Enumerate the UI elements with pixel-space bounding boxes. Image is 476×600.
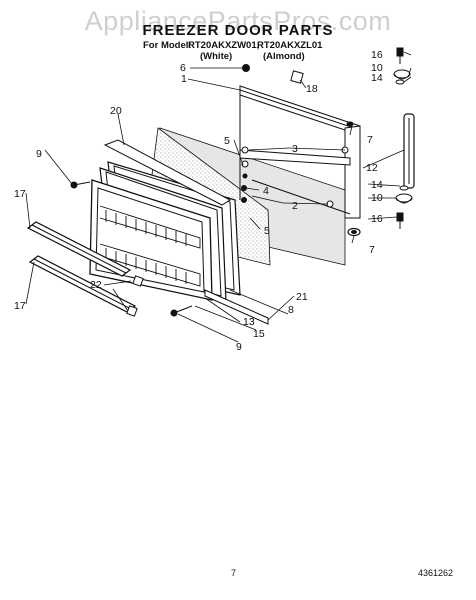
callout-10-bottom: 10 [371,192,383,204]
callout-13: 13 [243,316,255,328]
grommet-upper [346,121,354,127]
callout-7-lower: 7 [369,244,375,256]
color-almond: (Almond) [263,51,305,62]
color-white: (White) [200,51,233,62]
leader-lines [25,51,412,343]
watermark: AppliancePartsPros.com [84,6,392,36]
callout-17-upper: 17 [14,188,26,200]
callout-18: 18 [306,83,318,95]
model-number-white: RT20AKXZW01, [188,40,260,51]
callout-14-bottom: 14 [371,179,383,191]
callout-15: 15 [253,328,265,340]
grommet-lower [347,227,361,237]
hinge-cap-bottom [395,193,413,204]
end-cap-upper [132,275,144,287]
door-shelf-lower [99,243,201,287]
callout-9-upper: 9 [36,148,42,160]
callout-22: 22 [90,279,102,291]
callout-5-upper: 5 [224,135,230,147]
hinge-bracket [241,146,349,208]
door-shelf-upper [99,205,201,249]
plug-button [242,64,250,72]
model-number-almond: RT20AKXZL01 [257,40,323,51]
screw-upper [70,181,91,189]
screw-16-bottom [396,212,404,229]
callout-1: 1 [181,73,187,85]
screw-lower [170,305,193,317]
callout-16-top: 16 [371,49,383,61]
diagram-title: FREEZER DOOR PARTS [142,22,334,39]
callout-9-lower: 9 [236,341,242,353]
washer-bottom [399,185,409,191]
callout-14-top: 14 [371,72,383,84]
callout-7-upper: 7 [367,134,373,146]
model-prefix: For Model: [143,40,192,51]
callout-8: 8 [288,304,294,316]
callout-16-bottom: 16 [371,213,383,225]
callout-20: 20 [110,105,122,117]
screw-16-top [396,47,404,64]
document-number: 4361262 [418,568,454,578]
callout-21: 21 [296,291,308,303]
callout-10-top: 10 [371,62,383,74]
hinge-cap-top [393,69,411,80]
end-cap-lower [126,305,138,317]
bottom-trim [204,289,269,325]
callout-17-lower: 17 [14,300,26,312]
door-frame-right [344,125,361,219]
callout-3: 3 [292,143,298,155]
callout-2: 2 [292,200,298,212]
trim-strip [103,139,231,206]
callout-5-lower: 5 [264,225,270,237]
callout-6: 6 [180,62,186,74]
page-number: 7 [231,568,237,578]
callout-12: 12 [366,162,378,174]
callout-4: 4 [263,185,269,197]
washer-top [395,79,405,85]
